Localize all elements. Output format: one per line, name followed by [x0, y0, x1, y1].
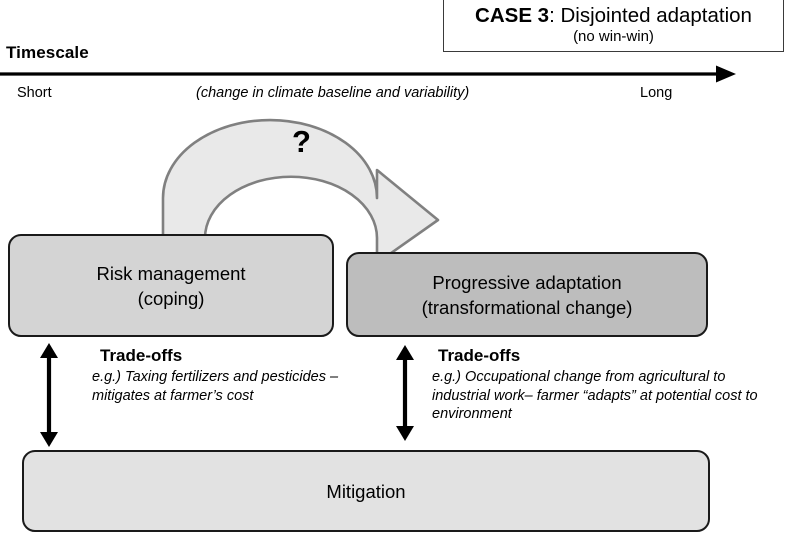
case-title-rest: : Disjointed adaptation	[549, 4, 752, 27]
box-risk-management[interactable]: Risk management (coping)	[8, 234, 334, 337]
timescale-note: (change in climate baseline and variabil…	[196, 85, 470, 101]
case-title-line: CASE 3: Disjointed adaptation	[475, 4, 752, 28]
tradeoff-arrow-left-icon	[40, 343, 58, 447]
question-mark-label: ?	[292, 124, 311, 159]
timescale-axis-arrow	[0, 65, 736, 83]
box-progressive-adaptation-line1: Progressive adaptation	[432, 271, 622, 293]
box-risk-management-line2: (coping)	[137, 287, 205, 309]
box-mitigation-label: Mitigation	[326, 480, 406, 502]
box-progressive-adaptation-line2: (transformational change)	[421, 296, 633, 318]
tradeoff-block-left: Trade-offs e.g.) Taxing fertilizers and …	[92, 345, 342, 405]
timescale-long-label: Long	[640, 85, 673, 101]
tradeoff-right-title: Trade-offs	[438, 346, 521, 365]
box-progressive-adaptation[interactable]: Progressive adaptation (transformational…	[346, 252, 708, 337]
box-risk-management-line1: Risk management	[96, 262, 246, 284]
tradeoff-left-title: Trade-offs	[100, 346, 183, 365]
timescale-short-label: Short	[17, 85, 52, 101]
case-subtitle: (no win-win)	[573, 28, 654, 45]
curved-feedback-arrow-icon	[161, 118, 440, 257]
tradeoff-block-right: Trade-offs e.g.) Occupational change fro…	[432, 345, 780, 424]
box-mitigation[interactable]: Mitigation	[22, 450, 710, 532]
case-number: CASE 3	[475, 4, 550, 27]
tradeoff-right-body: e.g.) Occupational change from agricultu…	[432, 369, 758, 422]
timescale-heading: Timescale	[6, 43, 89, 62]
tradeoff-arrow-right-icon	[396, 345, 414, 441]
case-title-box: CASE 3: Disjointed adaptation (no win-wi…	[443, 0, 784, 52]
tradeoff-left-body: e.g.) Taxing fertilizers and pesticides …	[92, 369, 339, 404]
